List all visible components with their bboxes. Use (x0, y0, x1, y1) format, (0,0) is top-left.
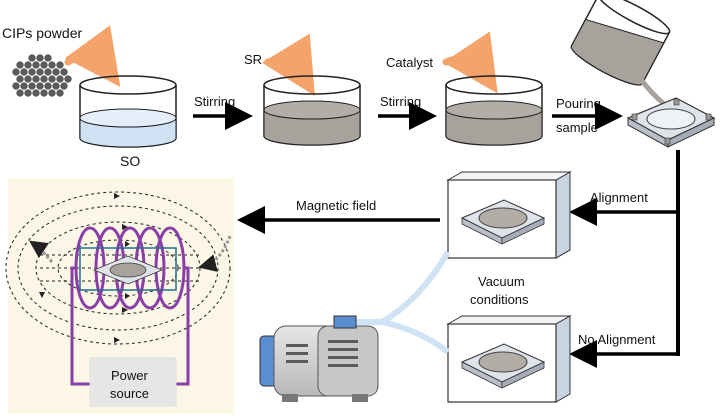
pouring-label: Pouring (556, 96, 601, 111)
cips-particle (64, 75, 72, 83)
sample-label: sample (556, 120, 598, 135)
cips-particle (32, 75, 40, 83)
power-source-box (89, 357, 177, 407)
vacuum-label: Vacuum (478, 274, 525, 289)
cips-powder-label: CIPs powder (2, 25, 82, 41)
cips-powder-particles (12, 54, 72, 97)
cips-particle (40, 89, 48, 97)
cips-particle (20, 68, 28, 76)
cips-particle (16, 75, 24, 83)
orange-arrow-icon (261, 33, 315, 96)
cips-particle (52, 68, 60, 76)
source-label: source (110, 386, 149, 401)
cips-particle (24, 61, 32, 69)
cips-particle (56, 89, 64, 97)
cips-particle (60, 68, 68, 76)
cips-particle (44, 68, 52, 76)
power-label: Power (111, 368, 149, 383)
pour-stream (637, 76, 666, 106)
cips-particle (56, 61, 64, 69)
stirring-label-2: Stirring (380, 94, 421, 109)
cips-particle (32, 61, 40, 69)
cips-particle (12, 82, 20, 90)
no-alignment-chamber (446, 315, 572, 403)
cips-particle (36, 82, 44, 90)
cips-particle (28, 68, 36, 76)
cips-particle (36, 54, 44, 62)
vacuum-tube-upper (380, 250, 451, 325)
sample-in-coil (79, 247, 177, 291)
cips-particle (48, 61, 56, 69)
cips-particle (52, 82, 60, 90)
beaker-sr (263, 75, 361, 146)
cips-particle (12, 68, 20, 76)
cips-particle (24, 75, 32, 83)
cips-particle (56, 75, 64, 83)
cips-particle (24, 89, 32, 97)
so-label: SO (120, 153, 140, 169)
cips-particle (16, 89, 24, 97)
orange-arrow-icon (64, 25, 121, 87)
conditions-label: conditions (470, 292, 529, 307)
cips-particle (44, 54, 52, 62)
no-alignment-label: No Alignment (578, 332, 656, 347)
cips-particle (28, 82, 36, 90)
cips-particle (36, 68, 44, 76)
beaker-so (79, 75, 177, 148)
alignment-chamber (446, 171, 572, 259)
magnetic-field-label: Magnetic field (296, 198, 376, 213)
mold-tray-top (626, 97, 716, 148)
cips-particle (20, 82, 28, 90)
alignment-label: Alignment (590, 190, 648, 205)
field-arrowheads (39, 193, 130, 343)
vacuum-tube-lower (381, 319, 450, 355)
cips-particle (28, 54, 36, 62)
beaker-catalyst (445, 75, 543, 146)
cips-particle (40, 61, 48, 69)
orange-arrow-icon (442, 31, 498, 94)
field-arrow-left-icon (29, 240, 54, 263)
cips-particle (48, 75, 56, 83)
cips-particle (32, 89, 40, 97)
tilted-beaker (570, 0, 671, 86)
cips-particle (16, 61, 24, 69)
cips-particle (40, 75, 48, 83)
cips-particle (48, 89, 56, 97)
cips-particle (44, 82, 52, 90)
cips-particle (60, 82, 68, 90)
sr-label: SR (244, 52, 262, 67)
vacuum-pump (259, 315, 379, 402)
stirring-label-1: Stirring (194, 94, 235, 109)
catalyst-label: Catalyst (386, 55, 433, 70)
